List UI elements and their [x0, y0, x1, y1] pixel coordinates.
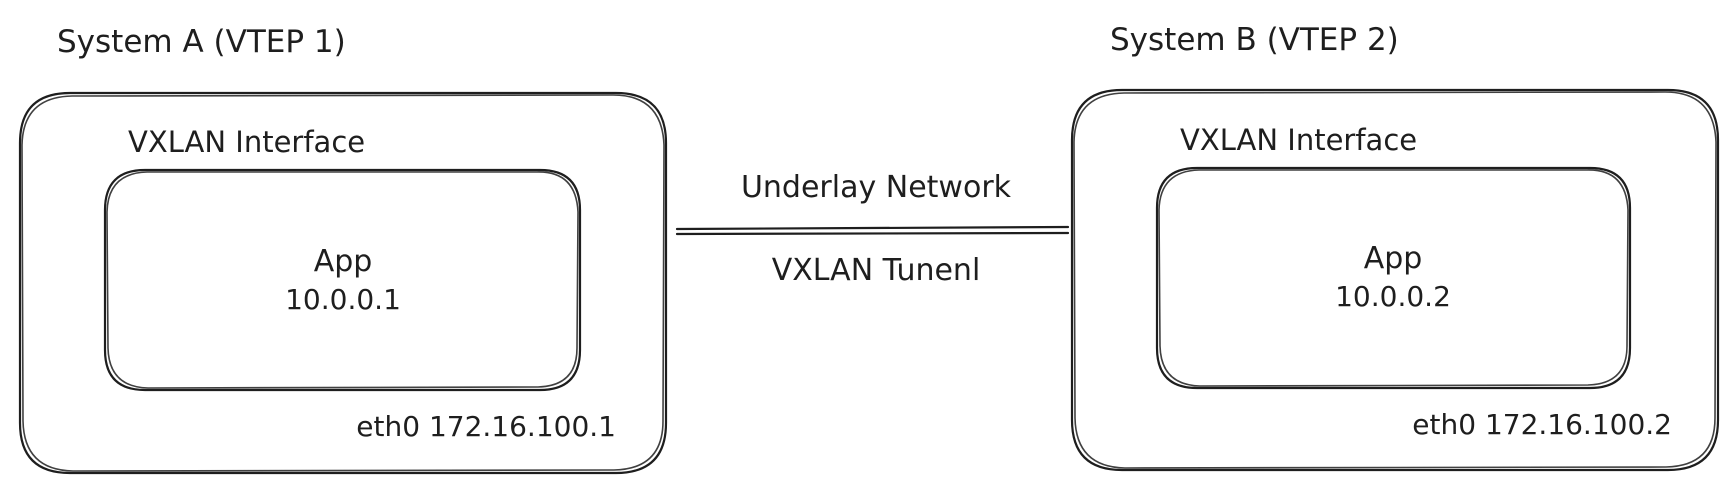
underlay-network-label: Underlay Network [741, 170, 1012, 205]
link-line-bottom [675, 231, 1070, 236]
system-a-title: System A (VTEP 1) [57, 24, 346, 60]
underlay-link: Underlay Network VXLAN Tunenl [675, 170, 1070, 288]
system-b-app-ip: 10.0.0.2 [1335, 280, 1451, 313]
vxlan-tunnel-label: VXLAN Tunenl [772, 253, 981, 288]
link-line-top [675, 225, 1070, 231]
system-b-title: System B (VTEP 2) [1110, 22, 1399, 58]
system-b-interface-label: VXLAN Interface [1180, 123, 1417, 157]
system-a-app-box-sketch [106, 171, 579, 389]
system-b-eth: eth0 172.16.100.2 [1412, 408, 1672, 441]
system-a-outer-box-sketch [21, 94, 665, 472]
system-b-outer-box [1070, 88, 1720, 472]
system-b-app-box [1155, 166, 1632, 390]
system-a-app-box [103, 168, 582, 392]
system-b-app-box-sketch [1158, 169, 1629, 387]
system-b-app-name: App [1364, 241, 1423, 276]
system-b-outer-box-sketch [1073, 91, 1717, 469]
system-a-app-name: App [314, 244, 373, 279]
system-a: System A (VTEP 1) VXLAN Interface App 10… [18, 24, 668, 475]
system-a-eth: eth0 172.16.100.1 [356, 410, 616, 443]
system-a-app-ip: 10.0.0.1 [285, 283, 401, 316]
system-b: System B (VTEP 2) VXLAN Interface App 10… [1070, 22, 1720, 472]
system-a-interface-label: VXLAN Interface [128, 125, 365, 159]
system-a-outer-box [18, 91, 668, 475]
